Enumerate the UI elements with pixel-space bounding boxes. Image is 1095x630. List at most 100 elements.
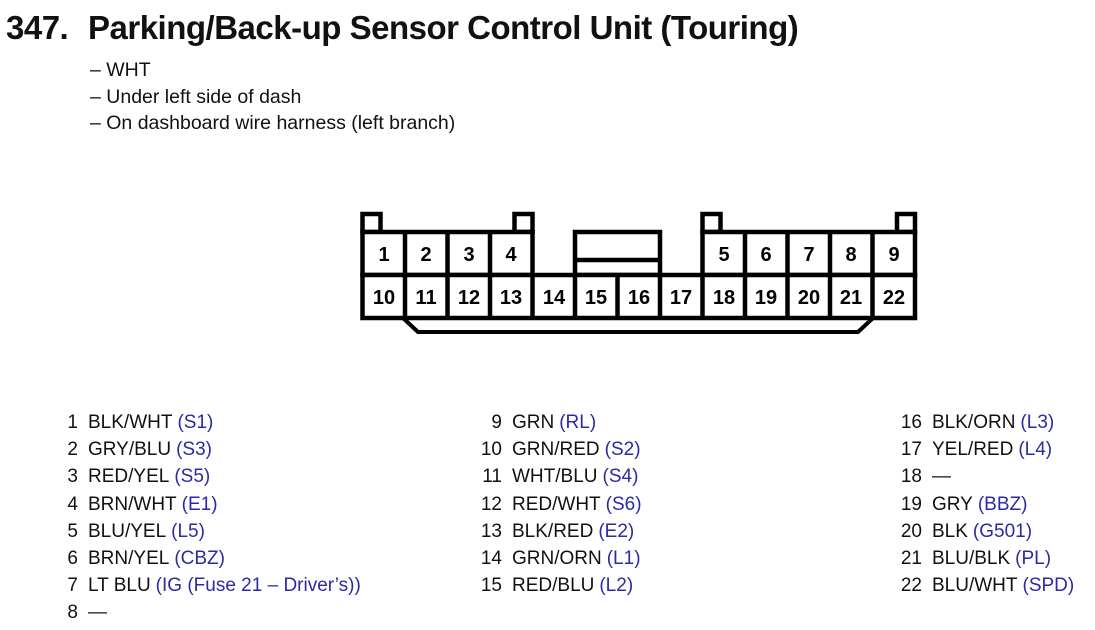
pin-number: 13 — [500, 287, 522, 309]
pin-number: 17 — [900, 439, 922, 461]
pin-number: 2 — [420, 244, 431, 266]
circuit-code: (PL) — [1015, 547, 1052, 569]
pin-list-item: 15 RED/BLU(L2) — [474, 575, 642, 602]
pin-number: 4 — [67, 493, 78, 515]
pin-number: 6 — [760, 244, 771, 266]
pin-number: 16 — [900, 412, 922, 433]
pin-list-item: 5 BLU/YEL(L5) — [56, 521, 361, 548]
pin-number: 16 — [628, 287, 650, 309]
wire-color: RED/WHT — [512, 493, 601, 515]
note-line: – On dashboard wire harness (left branch… — [90, 112, 456, 134]
circuit-code: (S1) — [177, 412, 214, 433]
circuit-code: (E1) — [181, 493, 218, 515]
connector-bottom-row — [360, 272, 918, 321]
pin-number: 7 — [803, 244, 814, 266]
circuit-code: (L2) — [599, 575, 634, 597]
circuit-code: (G501) — [972, 520, 1033, 542]
circuit-code: (E2) — [598, 520, 635, 542]
pin-number: 11 — [415, 287, 436, 309]
circuit-code: (SPD) — [1022, 575, 1075, 597]
wire-color: BLK/RED — [512, 520, 594, 542]
wire-color: — — [88, 602, 107, 624]
circuit-code: (S2) — [604, 439, 641, 461]
pin-number: 2 — [67, 439, 78, 461]
pin-number: 1 — [378, 244, 389, 266]
location-notes: – WHT – Under left side of dash – On das… — [90, 57, 455, 137]
wire-color: BLU/BLK — [932, 547, 1011, 569]
pin-number: 19 — [900, 493, 922, 515]
wire-color: GRY — [932, 493, 973, 515]
wire-color: YEL/RED — [932, 439, 1014, 461]
mounting-tab-icon — [894, 211, 918, 235]
mounting-tab-icon — [360, 211, 383, 235]
cell-dividers — [742, 232, 875, 275]
note-line: – Under left side of dash — [90, 85, 302, 108]
wire-color: GRN/ORN — [512, 547, 602, 569]
connector-diagram: 1 2 3 4 5 6 7 8 9 10 11 12 13 14 15 16 1… — [360, 211, 918, 334]
circuit-code: (L1) — [606, 547, 641, 569]
page-title: 347.Parking/Back-up Sensor Control Unit … — [6, 9, 799, 47]
pin-number: 18 — [713, 287, 735, 309]
pin-number: 12 — [480, 493, 502, 515]
circuit-code: (S5) — [174, 466, 211, 488]
note-line: – WHT — [90, 59, 151, 81]
pin-number: 12 — [458, 287, 480, 309]
pin-number: 3 — [67, 466, 78, 488]
cell-dividers — [402, 275, 875, 318]
wire-color: BLU/YEL — [88, 520, 167, 542]
circuit-code: (L5) — [171, 520, 205, 542]
pin-number: 1 — [67, 412, 78, 433]
cell-dividers — [402, 232, 493, 275]
wire-color: BRN/YEL — [88, 547, 170, 569]
pin-number: 3 — [463, 244, 474, 266]
mounting-tab-icon — [512, 211, 535, 235]
circuit-code: (S4) — [602, 466, 639, 488]
pin-number: 21 — [840, 287, 862, 309]
pin-list-item: 19 GRY(BBZ) — [894, 494, 1074, 521]
pin-list-item: 18— — [894, 466, 1074, 493]
wire-color: BLK/WHT — [88, 412, 173, 433]
keyway — [572, 229, 663, 278]
pin-number: 7 — [67, 575, 78, 597]
pin-list-item: 1 BLK/WHT(S1) — [56, 412, 361, 439]
pin-list-item: 22 BLU/WHT(SPD) — [894, 575, 1074, 602]
circuit-code: (L3) — [1020, 412, 1055, 433]
wire-color: — — [932, 466, 951, 488]
pin-number: 8 — [67, 602, 78, 624]
pin-list-item: 8— — [56, 602, 361, 629]
pin-number: 10 — [373, 287, 395, 309]
wire-color: BLK/ORN — [932, 412, 1016, 433]
pin-number: 22 — [883, 287, 905, 309]
circuit-code: (L4) — [1018, 439, 1053, 461]
pin-number: 20 — [900, 520, 922, 542]
pin-number: 9 — [491, 412, 502, 433]
wire-color: GRN — [512, 412, 555, 433]
circuit-code: (S3) — [176, 439, 212, 461]
wire-color: BLU/WHT — [932, 575, 1018, 597]
pin-number: 10 — [480, 439, 502, 461]
circuit-code: (CBZ) — [174, 547, 225, 569]
wire-color: RED/BLU — [512, 575, 595, 597]
pin-number: 15 — [480, 575, 502, 597]
pin-number: 22 — [900, 575, 922, 597]
pin-number: 20 — [798, 287, 820, 309]
pin-legend-column-3: 16 BLK/ORN(L3) 17 YEL/RED(L4) 18— 19 GRY(BB… — [894, 412, 1074, 602]
pin-number: 4 — [505, 244, 517, 266]
pin-number: 5 — [67, 520, 78, 542]
circuit-code: (BBZ) — [977, 493, 1028, 515]
circuit-code: (IG (Fuse 21 – Driver’s)) — [155, 575, 361, 597]
